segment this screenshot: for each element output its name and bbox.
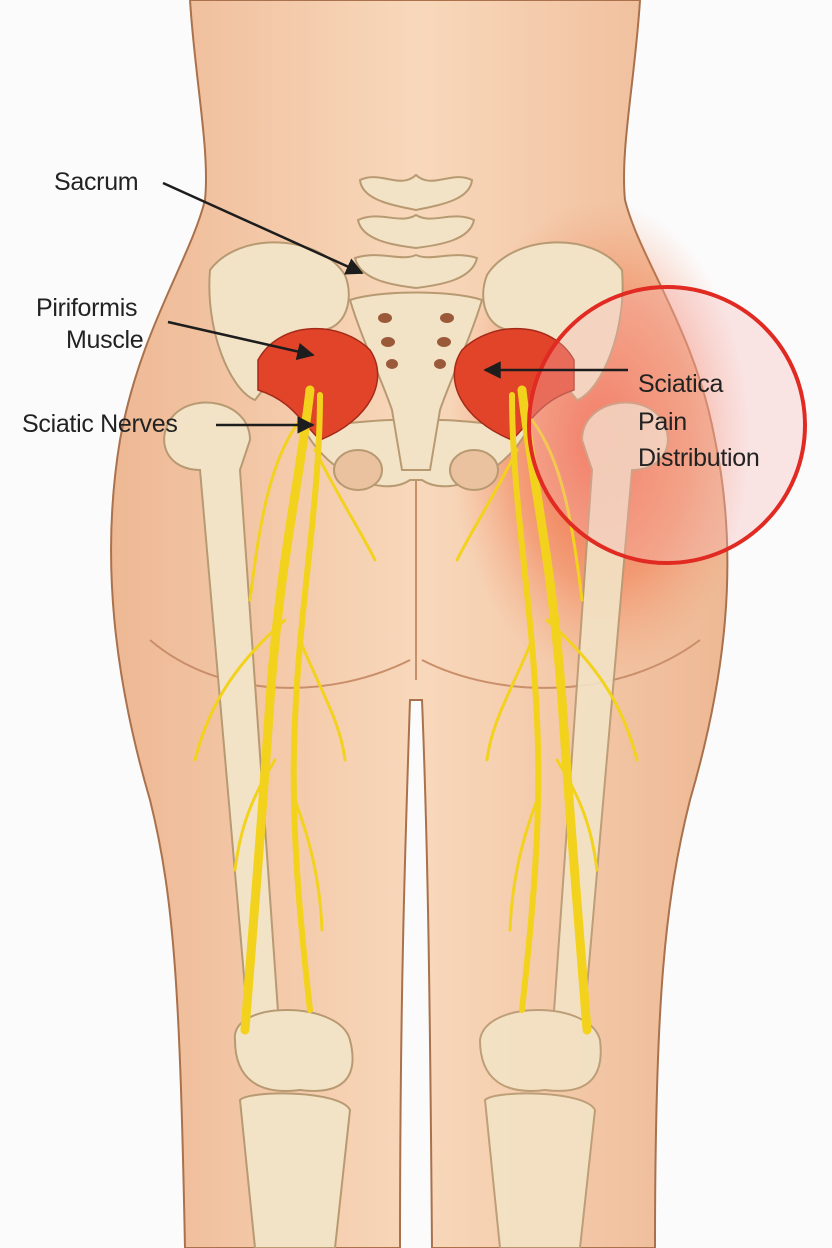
sacrum-arrow — [162, 181, 364, 275]
piriformis-arrow — [167, 320, 315, 361]
label-piriformis-line2: Muscle — [66, 326, 144, 354]
femur-right — [478, 401, 669, 1248]
label-piriformis-line1: Piriformis — [36, 294, 138, 322]
sacrum-spine — [348, 173, 484, 471]
label-pain-line1: Sciatica — [638, 370, 724, 398]
label-pain-line2: Pain — [638, 408, 687, 436]
label-arrows — [162, 181, 628, 434]
femur-left — [163, 401, 354, 1248]
label-sacrum: Sacrum — [54, 168, 139, 196]
piriformis-muscles — [257, 327, 575, 441]
sacral-foramina — [378, 313, 454, 369]
label-pain-line3: Distribution — [638, 444, 760, 472]
pain-distribution-circle — [527, 285, 807, 565]
label-sciatic-nerves: Sciatic Nerves — [22, 410, 178, 438]
sciatic-nerves — [193, 385, 639, 1035]
